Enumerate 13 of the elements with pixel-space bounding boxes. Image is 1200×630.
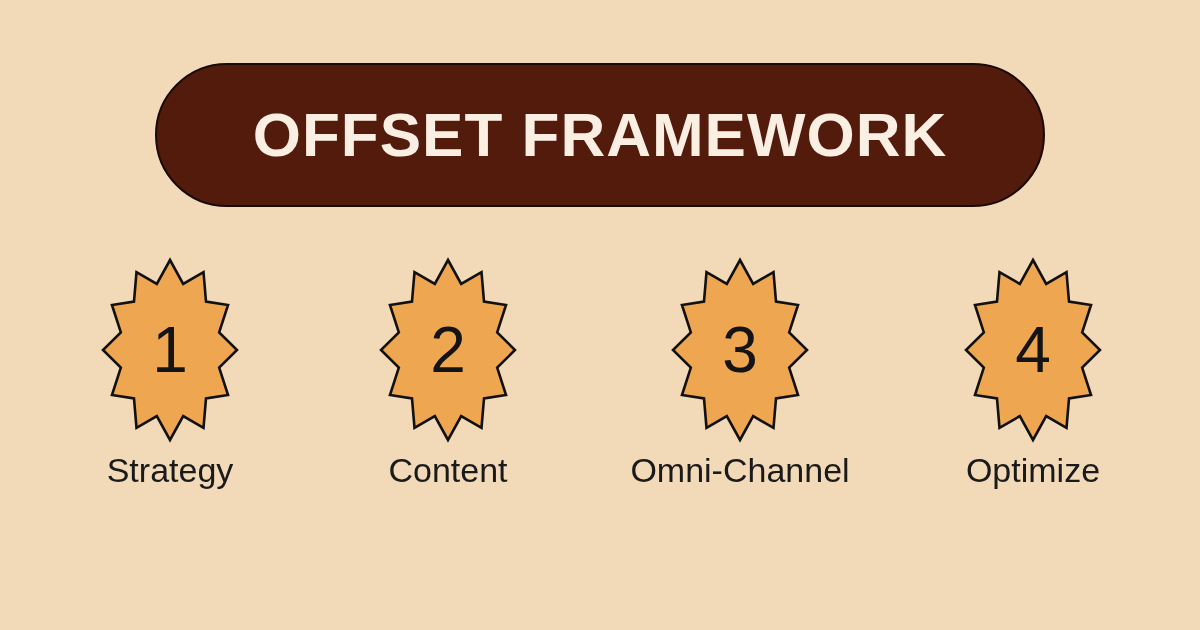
title: OFFSET FRAMEWORK bbox=[252, 100, 948, 170]
step-caption: Content bbox=[388, 450, 508, 491]
starburst-badge bbox=[670, 258, 810, 442]
starburst-badge bbox=[378, 258, 518, 442]
starburst-badge bbox=[100, 258, 240, 442]
step-number: 1 bbox=[152, 318, 188, 382]
step-number: 4 bbox=[1015, 318, 1051, 382]
step-number: 3 bbox=[722, 318, 758, 382]
starburst-badge bbox=[963, 258, 1103, 442]
step-caption: Strategy bbox=[106, 450, 234, 491]
step-number: 2 bbox=[430, 318, 466, 382]
step-caption: Optimize bbox=[965, 450, 1101, 491]
step-caption: Omni-Channel bbox=[630, 450, 850, 491]
